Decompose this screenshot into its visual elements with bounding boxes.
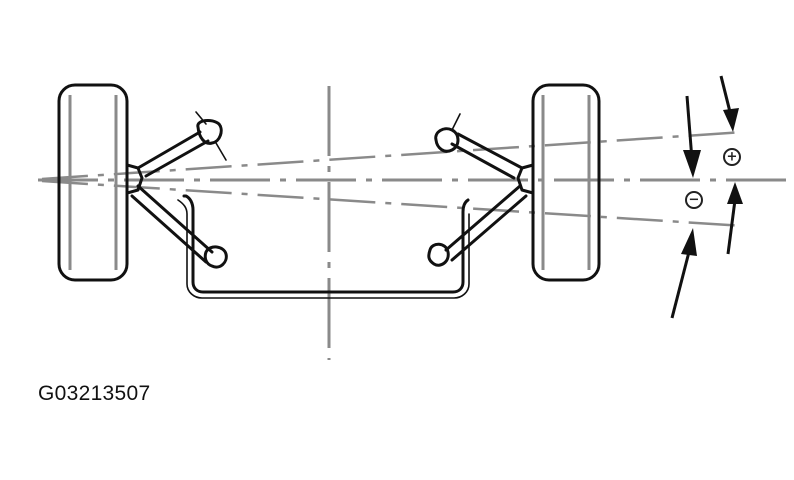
axle-crossbar <box>177 194 470 299</box>
right-wheel <box>531 83 601 282</box>
left-lower-link <box>130 184 228 269</box>
arrow-negative-bottom <box>670 247 692 319</box>
left-upper-link <box>136 111 227 178</box>
arrow-negative-top <box>685 95 694 161</box>
positive-symbol-text: + <box>727 150 738 165</box>
right-lower-link <box>427 184 528 267</box>
toe-line-upper <box>41 130 745 181</box>
arrow-positive-bottom <box>726 199 737 255</box>
right-upper-link <box>434 113 524 180</box>
toe-measurement-arrows <box>670 75 743 319</box>
figure-id-label: G03213507 <box>38 382 151 405</box>
toe-line-lower <box>41 179 745 228</box>
left-hub <box>125 163 144 195</box>
negative-toe-symbol: − <box>685 191 703 209</box>
right-hub <box>516 163 535 195</box>
left-wheel <box>57 83 129 282</box>
negative-symbol-text: − <box>689 193 700 208</box>
positive-toe-symbol: + <box>723 148 741 166</box>
